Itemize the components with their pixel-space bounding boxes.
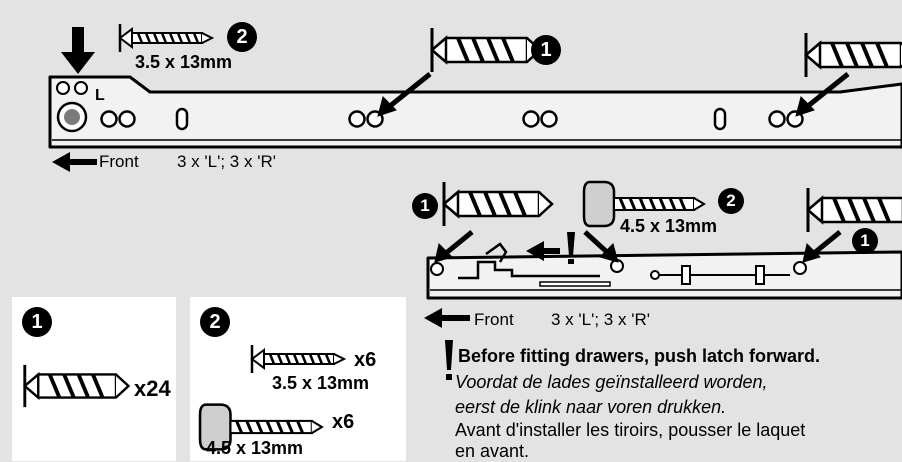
parts-box-2-size-a: 3.5 x 13mm [272,373,370,393]
countersunk-wood-screw-icon [804,31,902,79]
screw-a-badge: 1 [531,35,561,65]
rail-bottom-front-label: Front [474,310,514,329]
rail-side-mark: L [95,87,105,104]
countersunk-wood-screw-icon [442,180,554,228]
countersunk-wood-screw-icon [118,22,214,54]
parts-box-2-qty-b: x6 [332,411,355,433]
screw-c-size-label: 4.5 x 13mm [620,216,718,236]
diagonal-arrow-icon [434,230,842,263]
parts-box-2-badge: 2 [200,307,230,337]
left-arrow-icon [52,152,97,172]
warning-text-en: Before fitting drawers, push latch forwa… [458,346,821,366]
warning-text-fr-2: en avant. [455,441,530,461]
drawer-rail-top [48,75,902,149]
countersunk-wood-screw-icon [22,362,131,410]
screw-c-badge: 2 [718,188,744,214]
parts-box-1-badge: 1 [22,307,52,337]
warning-text-nl-2: eerst de klink naar voren drukken. [455,397,727,417]
rail-bottom-qty-label: 3 x 'L'; 3 x 'R' [551,310,650,329]
screw-a-badge: 1 [852,228,878,254]
screw-a-badge: 1 [412,193,438,219]
screw-b-badge: 2 [227,22,257,52]
parts-box-2-size-b: 4.5 x 13mm [206,438,304,458]
push-left-arrow-icon [526,241,560,261]
rail-top-qty-label: 3 x 'L'; 3 x 'R' [177,152,276,171]
screw-b-size-label: 3.5 x 13mm [135,52,233,72]
countersunk-wood-screw-icon [806,186,902,234]
warning-exclamation-icon [567,232,575,264]
down-arrow-icon [61,27,95,74]
left-arrow-icon [424,308,470,328]
warning-exclamation-icon [445,340,453,380]
parts-box-2-qty-a: x6 [354,349,377,371]
countersunk-wood-screw-icon [430,26,542,74]
rail-top-front-label: Front [99,152,139,171]
warning-text-nl-1: Voordat de lades geïnstalleerd worden, [455,372,768,392]
parts-box-1-qty: x24 [134,376,171,401]
warning-text-fr-1: Avant d'installer les tiroirs, pousser l… [455,420,806,440]
drawer-latch-part [426,242,902,300]
diagonal-arrow-icon [377,72,850,117]
